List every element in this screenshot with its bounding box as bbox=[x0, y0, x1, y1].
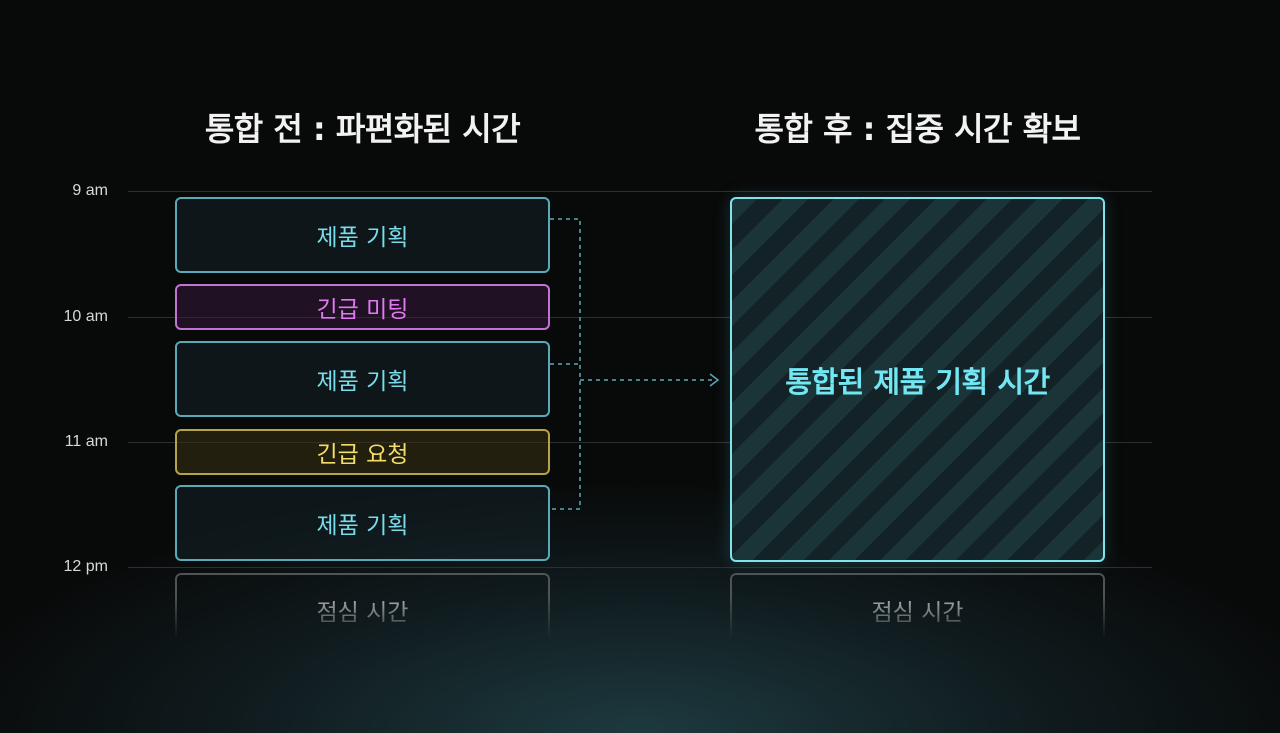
time-label-11am: 11 am bbox=[64, 433, 108, 450]
before-lunch-block: 점심 시간 bbox=[175, 573, 550, 639]
before-block-planning-1: 제품 기획 bbox=[175, 197, 550, 273]
before-block-urgent-request: 긴급 요청 bbox=[175, 429, 550, 475]
gridline-10am bbox=[128, 317, 1152, 318]
time-label-9am: 9 am bbox=[72, 182, 108, 199]
gridline-12pm bbox=[128, 567, 1152, 568]
before-block-planning-3: 제품 기획 bbox=[175, 485, 550, 561]
connector-arrowhead bbox=[709, 373, 720, 387]
before-block-planning-2: 제품 기획 bbox=[175, 341, 550, 417]
before-title: 통합 전 : 파편화된 시간 bbox=[204, 110, 521, 148]
time-label-12pm: 12 pm bbox=[63, 558, 108, 575]
gridline-9am bbox=[128, 191, 1152, 192]
after-block-merged-planning: 통합된 제품 기획 시간 bbox=[730, 197, 1105, 562]
merged-block-label: 통합된 제품 기획 시간 bbox=[785, 364, 1050, 399]
after-lunch-block: 점심 시간 bbox=[730, 573, 1105, 639]
gridline-11am bbox=[128, 442, 1152, 443]
time-label-10am: 10 am bbox=[63, 308, 108, 325]
after-title: 통합 후 : 집중 시간 확보 bbox=[754, 110, 1081, 148]
before-block-urgent-meeting: 긴급 미팅 bbox=[175, 284, 550, 330]
